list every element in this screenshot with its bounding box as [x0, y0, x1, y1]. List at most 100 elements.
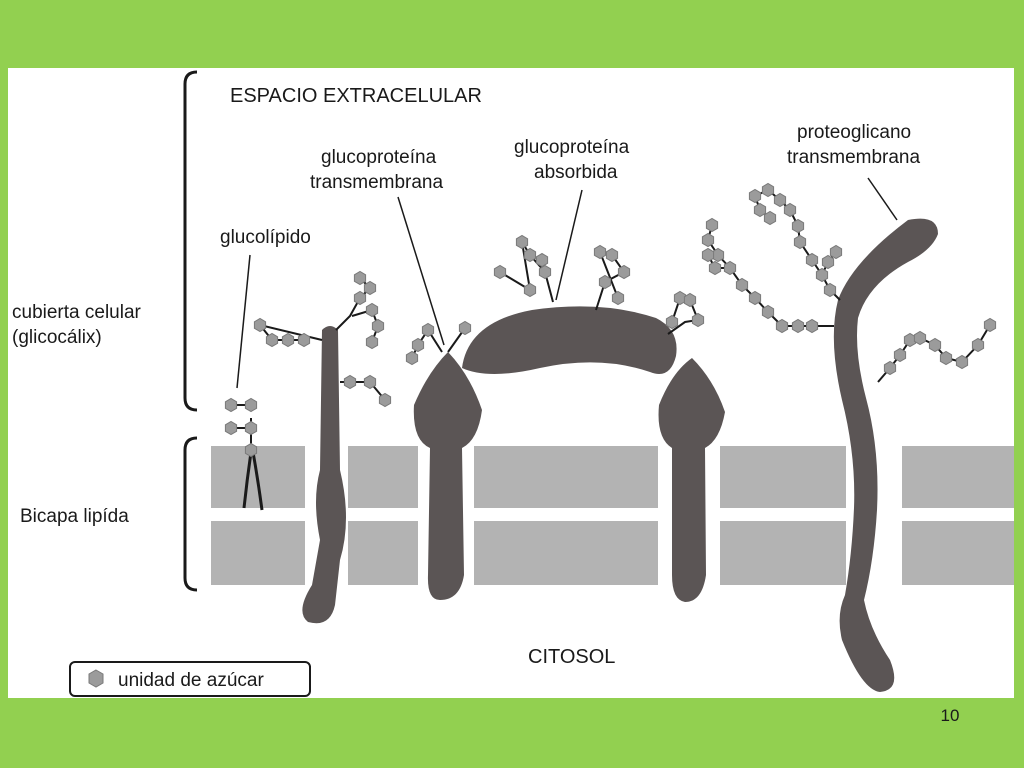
bilayer-bracket	[183, 436, 198, 592]
sugar-unit	[983, 317, 997, 333]
sugar-unit	[748, 290, 762, 306]
adsorbed-glycoprotein-label-line2: absorbida	[534, 162, 618, 183]
sugar-unit	[523, 247, 537, 263]
sugar-unit	[598, 274, 612, 290]
proteoglycan-label-line1: proteoglicano	[797, 122, 911, 143]
sugar-unit	[708, 260, 722, 276]
glycocalyx-label-line2: (glicocálix)	[12, 327, 102, 348]
sugar-unit	[793, 234, 807, 250]
sugar-unit	[353, 290, 367, 306]
sugar-unit	[805, 252, 819, 268]
sugar-unit	[224, 397, 238, 413]
sugar-unit	[673, 290, 687, 306]
sugar-unit	[617, 264, 631, 280]
sugar-unit	[773, 192, 787, 208]
sugar-unit	[761, 304, 775, 320]
sugar-unit	[365, 302, 379, 318]
sugar-unit	[593, 244, 607, 260]
sugar-unit	[823, 282, 837, 298]
sugar-unit	[775, 318, 789, 334]
legend-label: unidad de azúcar	[118, 670, 264, 691]
sugar-unit	[691, 312, 705, 328]
sugar-unit	[763, 210, 777, 226]
sugar-unit	[913, 330, 927, 346]
sugar-unit	[244, 442, 258, 458]
tm-glycoprotein-right-domain	[658, 358, 725, 602]
sugar-unit	[805, 318, 819, 334]
bilayer-outer-segment-2	[348, 446, 418, 508]
sugar-unit	[748, 188, 762, 204]
bilayer-outer-segment-3	[474, 446, 658, 508]
bilayer-outer-segment-5	[902, 446, 1014, 508]
sugar-unit	[365, 334, 379, 350]
sugar-unit	[353, 270, 367, 286]
tm-glycoprotein-leader	[397, 196, 445, 346]
leader-lines	[236, 177, 898, 389]
sugar-unit	[523, 282, 537, 298]
sugar-unit	[297, 332, 311, 348]
sugar-unit	[244, 420, 258, 436]
sugar-unit	[701, 232, 715, 248]
sugar-unit	[371, 318, 385, 334]
sugar-unit	[421, 322, 435, 338]
bilayer-inner-segment-5	[902, 521, 1014, 585]
sugar-unit	[928, 337, 942, 353]
extracellular-label: ESPACIO EXTRACELULAR	[230, 85, 482, 107]
sugar-unit	[783, 202, 797, 218]
glycoprotein-single-pass	[302, 326, 346, 624]
sugar-unit	[363, 374, 377, 390]
sugar-unit	[378, 392, 392, 408]
sugar-unit	[791, 318, 805, 334]
sugar-unit	[493, 264, 507, 280]
sugar-unit	[281, 332, 295, 348]
legend-box	[69, 661, 311, 697]
sugar-unit	[244, 397, 258, 413]
bilayer-inner-segment-4	[720, 521, 846, 585]
sugar-unit	[971, 337, 985, 353]
proteoglycan-label-line2: transmembrana	[787, 147, 920, 168]
sugar-unit	[458, 320, 472, 336]
bilayer-outer-segment-4	[720, 446, 846, 508]
sugar-unit	[761, 182, 775, 198]
proteoglycan-leader	[867, 177, 898, 221]
slide-number: 10	[940, 706, 960, 725]
glycocalyx-label-line1: cubierta celular	[12, 302, 142, 323]
cytosol-label: CITOSOL	[528, 646, 615, 668]
sugar-unit	[343, 374, 357, 390]
sugar-unit	[821, 254, 835, 270]
sugar-unit	[939, 350, 953, 366]
sugar-unit	[829, 244, 843, 260]
sugar-unit	[535, 252, 549, 268]
bilayer-inner-segment-2	[348, 521, 418, 585]
glycolipid-label: glucolípido	[220, 227, 311, 248]
sugar-unit	[253, 317, 267, 333]
sugar-unit	[265, 332, 279, 348]
sugar-unit	[955, 354, 969, 370]
glycocalyx-bracket	[183, 70, 198, 412]
sugar-unit	[665, 314, 679, 330]
tm-glycoprotein-left-domain	[413, 352, 482, 600]
sugar-unit	[405, 350, 419, 366]
legend: unidad de azúcar	[69, 661, 311, 697]
sugar-links	[257, 188, 991, 401]
tm-glycoprotein-label-line1: glucoproteína	[321, 147, 437, 168]
sugar-unit	[683, 292, 697, 308]
bilayer-inner-segment-3	[474, 521, 658, 585]
sugar-unit	[515, 234, 529, 250]
sugar-units	[224, 182, 997, 458]
sugar-unit	[705, 217, 719, 233]
sugar-unit	[224, 420, 238, 436]
transmembrane-proteoglycan	[833, 218, 938, 692]
brackets	[183, 70, 198, 592]
sugar-unit	[753, 202, 767, 218]
sugar-unit	[893, 347, 907, 363]
adsorbed-glycoprotein-leader	[555, 189, 583, 301]
adsorbed-glycoprotein-label-line1: glucoproteína	[514, 137, 630, 158]
sugar-unit-icon	[88, 669, 104, 688]
sugar-unit	[735, 277, 749, 293]
lipid-bilayer	[211, 446, 1014, 585]
sugar-unit	[815, 267, 829, 283]
sugar-unit	[701, 247, 715, 263]
bilayer-inner-segment-1	[211, 521, 305, 585]
